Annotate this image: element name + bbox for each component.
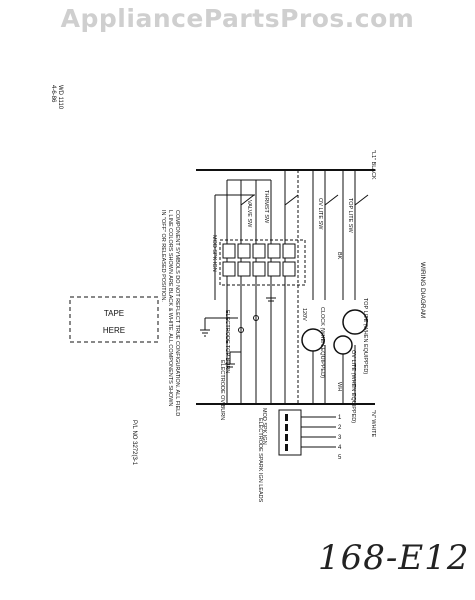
doc-code: 4-6-86 WD 1110 (50, 85, 63, 110)
electrode-ov-burn-label: ELECTRODE OV BURN (219, 360, 225, 420)
terminal-label-1: 1 (338, 415, 342, 421)
l1-black-label: "L1" BLACK (370, 150, 376, 180)
electrode-spark-ign-leads-label: ELECTRODE SPARK IGN LEADS (257, 418, 263, 503)
terminal-label-5: 5 (338, 455, 342, 461)
terminal-label-2: 2 (338, 425, 342, 431)
ov-lite-lamp (333, 335, 353, 355)
watermark-text: AppliancePartsPros.com (60, 4, 415, 33)
clock-motor (301, 328, 325, 352)
n-white-label: "N" WHITE (370, 410, 376, 437)
top-lite-when-equipped-label: TOP LITE (WHEN EQUIPPED) (362, 298, 368, 374)
wire-bk-label: BK (336, 252, 342, 260)
component-labels: "L1" BLACK "N" WHITE TOP LITE SW OV LITE… (160, 150, 376, 503)
top-lite-sw-label: TOP LITE SW (347, 198, 353, 233)
valve-sw-label: VALVE SW (246, 200, 252, 228)
top-lite-lamp (342, 309, 368, 335)
electrode-symbols (200, 297, 276, 368)
lamp-symbols (301, 309, 368, 355)
terminal-label-4: 4 (338, 445, 342, 451)
doc-code-line-1: 4-6-86 (50, 85, 56, 103)
note-line-2: L LINE COLORS SHOWN ARE BLACK & WHITE. A… (167, 210, 173, 406)
tape-label-1: TAPE (104, 309, 124, 318)
thrmst-sw-label: THRMST SW (263, 190, 269, 224)
mod-spk-ign-bottom-label: MOD SPK IGN (261, 408, 267, 445)
electrode-top-burn-label: ELECTRODE TOP BURN (224, 310, 230, 373)
handwritten-note: 168-E12 (318, 538, 470, 578)
mod-spk-ign-block (219, 239, 306, 286)
branch-wires (214, 170, 356, 404)
ov-lite-sw-label: OV LITE SW (317, 198, 323, 230)
doc-code-line-2: WD 1110 (57, 85, 63, 110)
switch-symbols (240, 194, 369, 206)
part-number: P/L NO 3272(3-1 (131, 420, 137, 466)
tape-label-2: HERE (103, 326, 125, 335)
clock-when-equipped-label: CLOCK (WHEN EQUIPPED) (319, 307, 325, 378)
clock-voltage-label: 120V (301, 308, 307, 321)
terminal-label-3: 3 (338, 435, 342, 441)
diagram-title: WIRING DIAGRAM (419, 262, 426, 318)
spark-ign-connector: 1 2 3 4 5 (278, 409, 342, 461)
note-line-3: IN "OFF" OR RELEASED POSITION. (160, 210, 166, 302)
note-line-1: COMPONENT SYMBOLS DO NOT REFLECT TRUE CO… (174, 210, 180, 416)
wire-wh-label: WH (336, 382, 342, 391)
ov-lite-when-equipped-label: OV LITE (WHEN EQUIPPED) (350, 350, 356, 423)
mod-spk-ign-label: MOD SPK IGN (211, 235, 217, 272)
tape-here-box: TAPE HERE (69, 296, 159, 343)
